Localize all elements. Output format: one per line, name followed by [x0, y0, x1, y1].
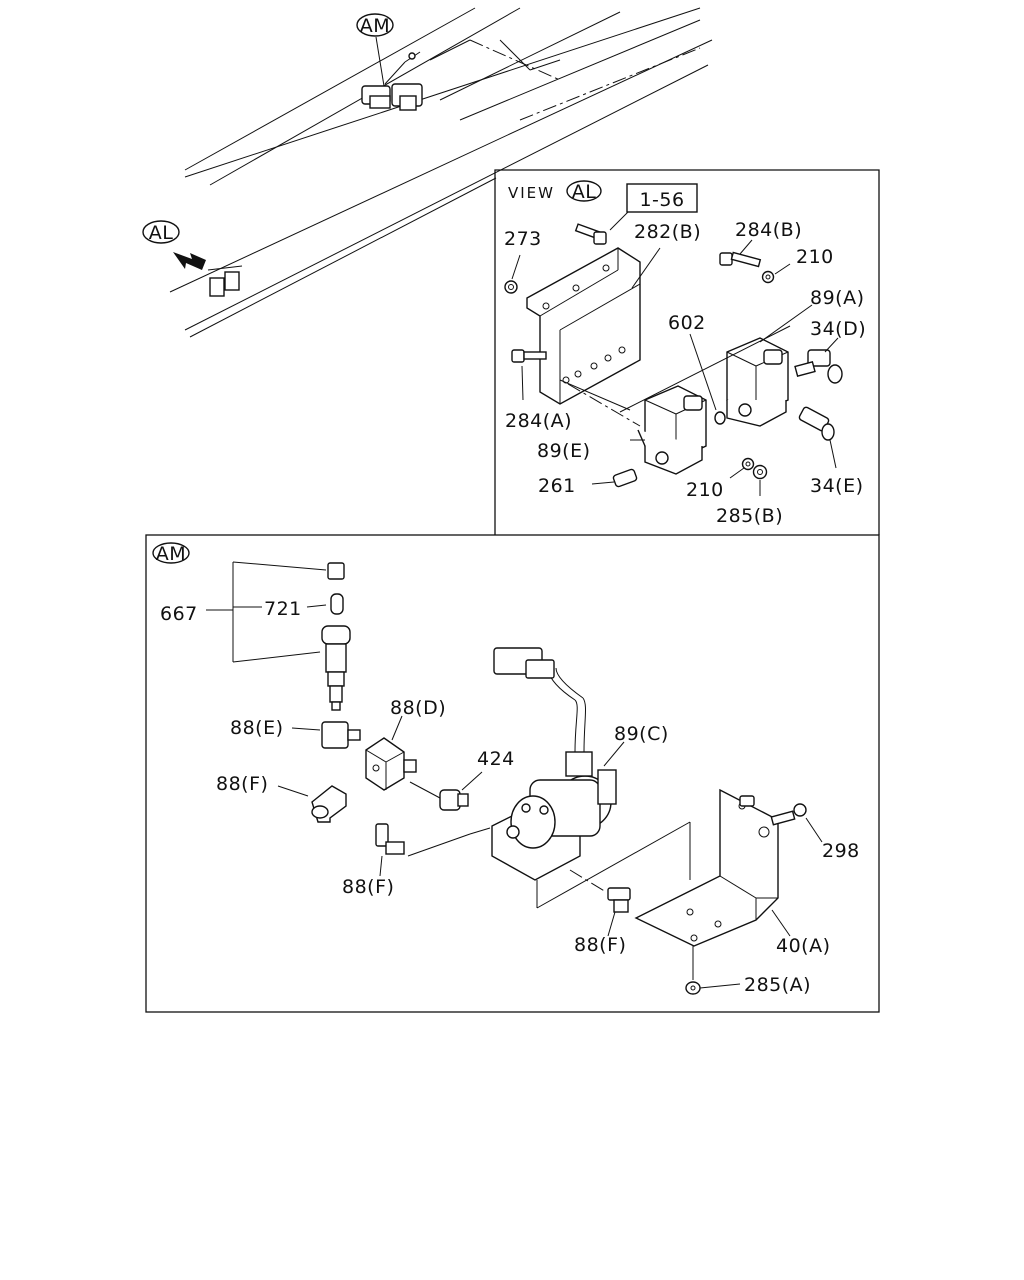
nut-285a	[685, 946, 741, 995]
washer-602	[689, 333, 726, 425]
fitting-88e	[291, 721, 361, 749]
washer-210-bottom	[729, 457, 755, 479]
view-al-panel: VIEW AL 1-56	[494, 169, 880, 535]
bolt-bracket-top	[739, 795, 755, 807]
label-284b: 284(B)	[735, 219, 802, 241]
fitting-34d	[794, 337, 843, 384]
label-88e: 88(E)	[230, 717, 284, 739]
label-285a: 285(A)	[744, 974, 811, 996]
bolt-298	[770, 803, 823, 843]
label-34d: 34(D)	[810, 318, 866, 340]
view-ref-callout: AL	[572, 181, 597, 203]
ref-box-text: 1-56	[639, 189, 684, 211]
frame-bracket	[207, 265, 243, 297]
label-88f-a: 88(F)	[216, 773, 268, 795]
fitting-88f-tee	[375, 823, 405, 877]
label-89e: 89(E)	[537, 440, 591, 462]
nut-424	[439, 771, 483, 811]
callout-am-panel-text: AM	[156, 543, 186, 565]
label-89a: 89(A)	[810, 287, 865, 309]
view-arrow-icon	[173, 252, 206, 270]
view-title: VIEW	[508, 184, 555, 202]
label-298: 298	[822, 840, 860, 862]
bracket-282b	[526, 247, 641, 405]
fitting-88f-lower	[607, 887, 631, 937]
valve-89c	[491, 647, 625, 881]
frame-valve-assembly	[361, 51, 423, 111]
label-40a: 40(A)	[776, 935, 831, 957]
label-285b: 285(B)	[716, 505, 783, 527]
bolt-284a	[511, 349, 547, 401]
view-am-panel: AM	[145, 534, 880, 1013]
label-602: 602	[668, 312, 706, 334]
fitting-88d	[365, 715, 417, 791]
fitting-34e	[798, 406, 837, 469]
callout-al-left: AL	[142, 220, 206, 270]
plug-261	[591, 468, 638, 488]
callout-am-top: AM	[356, 13, 394, 87]
valve-89a	[726, 304, 813, 427]
connector-667-stack	[321, 562, 351, 711]
callout-al-left-text: AL	[149, 222, 174, 244]
label-88f-b: 88(F)	[342, 876, 394, 898]
callout-am-top-text: AM	[360, 15, 390, 37]
label-210-top: 210	[796, 246, 834, 268]
label-34e: 34(E)	[810, 475, 864, 497]
label-424: 424	[477, 748, 515, 770]
valve-89e	[630, 385, 707, 475]
bracket-40a	[634, 788, 791, 947]
label-261: 261	[538, 475, 576, 497]
label-284a: 284(A)	[505, 410, 572, 432]
washer-210-top	[761, 263, 791, 284]
label-721: 721	[264, 598, 302, 620]
fitting-88f-elbow	[277, 785, 347, 823]
bolt-top	[574, 211, 629, 245]
label-667: 667	[160, 603, 198, 625]
label-89c: 89(C)	[614, 723, 669, 745]
label-210-bottom: 210	[686, 479, 724, 501]
nut-273	[504, 254, 521, 294]
label-88d: 88(D)	[390, 697, 446, 719]
label-88f-c: 88(F)	[574, 934, 626, 956]
label-282b: 282(B)	[634, 221, 701, 243]
label-273: 273	[504, 228, 542, 250]
frame-overview: AM AL	[142, 7, 713, 338]
nut-285b	[752, 464, 768, 496]
bolt-284b	[719, 239, 762, 268]
